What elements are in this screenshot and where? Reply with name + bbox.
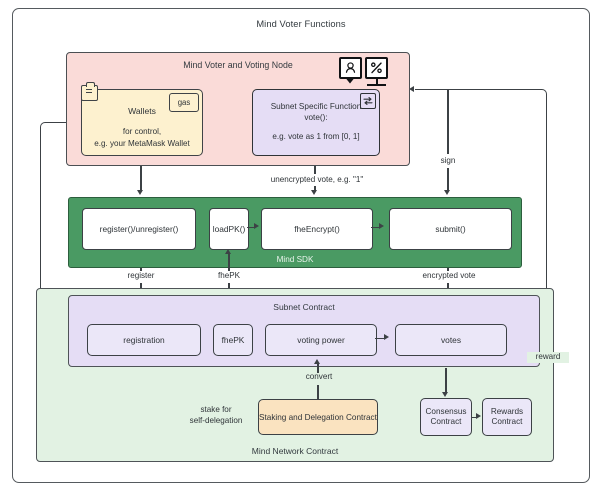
rewards-contract-line1: Rewards — [490, 406, 524, 416]
sdk-box-fheencrypt[interactable]: fheEncrypt() — [261, 208, 373, 250]
consensus-contract-box[interactable]: Consensus Contract — [420, 398, 472, 436]
sdk-box-register[interactable]: register()/unregister() — [82, 208, 196, 250]
mind-sdk-title: Mind SDK — [276, 255, 314, 264]
return-bus-elbow-top — [537, 89, 547, 99]
rewards-contract-line2: Contract — [491, 417, 523, 426]
edge-label-fhepk: fhePK — [208, 271, 250, 282]
mind-network-contract-title: Mind Network Contract — [251, 446, 339, 456]
subnet-box-fhepk[interactable]: fhePK — [213, 324, 253, 356]
fheencrypt-to-submit-arrowhead — [379, 223, 384, 229]
gas-tag: gas — [169, 93, 199, 112]
votingpower-to-votes-arrowhead — [384, 334, 389, 340]
consensus-to-rewards-arrowhead — [476, 413, 481, 419]
wallets-subtitle-line1: for control, — [122, 127, 162, 136]
votes-to-consensus-arrowhead — [442, 392, 449, 397]
edge-label-stake-line2: self-delegation — [189, 415, 243, 425]
voter-person-icon-glyph — [345, 62, 356, 73]
wallets-subtitle: for control, e.g. your MetaMask Wallet — [82, 126, 202, 150]
mind-sdk-panel: register()/unregister() loadPK() fheEncr… — [68, 197, 522, 268]
subnet-specific-function-card[interactable]: Subnet Specific Function vote(): e.g. vo… — [252, 89, 380, 156]
consensus-contract-line1: Consensus — [425, 406, 467, 416]
mind-voter-node-panel: Mind Voter and Voting Node gas Wallets f… — [66, 52, 410, 166]
consensus-contract-line2: Contract — [430, 417, 462, 426]
mind-voter-node-title: Mind Voter and Voting Node — [183, 60, 293, 70]
swap-icon — [360, 93, 376, 109]
edge-label-reward: reward — [527, 352, 569, 363]
return-bus-top — [415, 89, 542, 91]
subnet-box-votes[interactable]: votes — [395, 324, 507, 356]
loadpk-to-fheencrypt-arrowhead — [254, 223, 259, 229]
voter-person-icon — [339, 57, 362, 79]
sign-to-submit-arrowhead — [444, 190, 451, 195]
edge-label-stake-line1: stake for — [200, 405, 232, 414]
percent-monitor-icon — [365, 57, 388, 79]
edge-label-convert: convert — [299, 372, 339, 383]
return-bus-vertical — [545, 98, 547, 405]
votingpower-to-votes-line — [375, 337, 385, 339]
convert-line-lower — [317, 385, 319, 399]
diagram-title: Mind Voter Functions — [256, 19, 346, 29]
edge-label-encrypted-vote: encrypted vote — [414, 271, 484, 282]
left-bus-vertical — [40, 131, 42, 413]
staking-and-delegation-contract-box[interactable]: Staking and Delegation Contract — [258, 399, 378, 435]
wallets-left-leadout — [46, 122, 80, 124]
wallets-to-register-arrowhead — [137, 190, 144, 195]
wallet-clipboard-clip — [86, 82, 95, 87]
convert-arrowhead — [314, 359, 321, 364]
subnet-contract-title: Subnet Contract — [273, 302, 335, 312]
fheencrypt-to-submit-line — [371, 226, 380, 228]
subnet-contract-panel: Subnet Contract registration fhePK votin… — [68, 295, 540, 367]
wallets-to-register-line — [140, 166, 142, 191]
subnet-box-registration[interactable]: registration — [87, 324, 201, 356]
voter-person-icon-pointer — [346, 78, 354, 84]
convert-line-upper — [317, 364, 319, 373]
edge-label-register: register — [117, 271, 165, 282]
wallets-left-elbow-top — [40, 122, 50, 132]
fhepk-up-line-upper — [228, 254, 230, 271]
wallet-clipboard-icon — [81, 82, 98, 101]
percent-monitor-icon-glyph — [371, 62, 382, 74]
rewards-contract-box[interactable]: Rewards Contract — [482, 398, 532, 436]
fhepk-arrowhead — [225, 249, 232, 254]
sdk-register-line-a — [140, 268, 142, 272]
subnet-function-title: Subnet Specific Function vote(): — [253, 101, 379, 123]
sign-to-submit-line-a — [447, 89, 449, 154]
votes-to-consensus-line — [445, 368, 447, 393]
sign-to-submit-line-b — [447, 168, 449, 191]
subnet-box-voting-power[interactable]: voting power — [265, 324, 377, 356]
vote-to-fheencrypt-line-a — [314, 166, 316, 174]
sdk-box-submit[interactable]: submit() — [389, 208, 512, 250]
subnet-function-title-line2: vote(): — [304, 113, 328, 122]
wallets-subtitle-line2: e.g. your MetaMask Wallet — [94, 139, 190, 148]
loadpk-to-fheencrypt-line — [247, 226, 255, 228]
wallets-title: Wallets — [128, 106, 156, 116]
edge-label-stake: stake for self-delegation — [186, 405, 246, 426]
vote-to-fheencrypt-line-b — [314, 186, 316, 191]
sdk-box-loadpk[interactable]: loadPK() — [209, 208, 249, 250]
vote-to-fheencrypt-arrowhead — [311, 190, 318, 195]
return-arrowhead — [409, 85, 414, 92]
edge-label-unencrypted-vote: unencrypted vote, e.g. "1" — [264, 175, 370, 186]
percent-monitor-icon-stand-base — [367, 83, 386, 86]
encrypted-vote-line-a — [447, 268, 449, 272]
consensus-to-rewards-line — [472, 416, 477, 418]
percent-monitor-icon-stand-post — [375, 79, 378, 84]
edge-label-sign: sign — [432, 156, 464, 167]
subnet-function-example: e.g. vote as 1 from [0, 1] — [272, 132, 360, 141]
swap-icon-glyph — [363, 97, 373, 105]
wallets-card[interactable]: gas Wallets for control, e.g. your MetaM… — [81, 82, 203, 156]
subnet-function-title-line1: Subnet Specific Function — [270, 102, 362, 111]
